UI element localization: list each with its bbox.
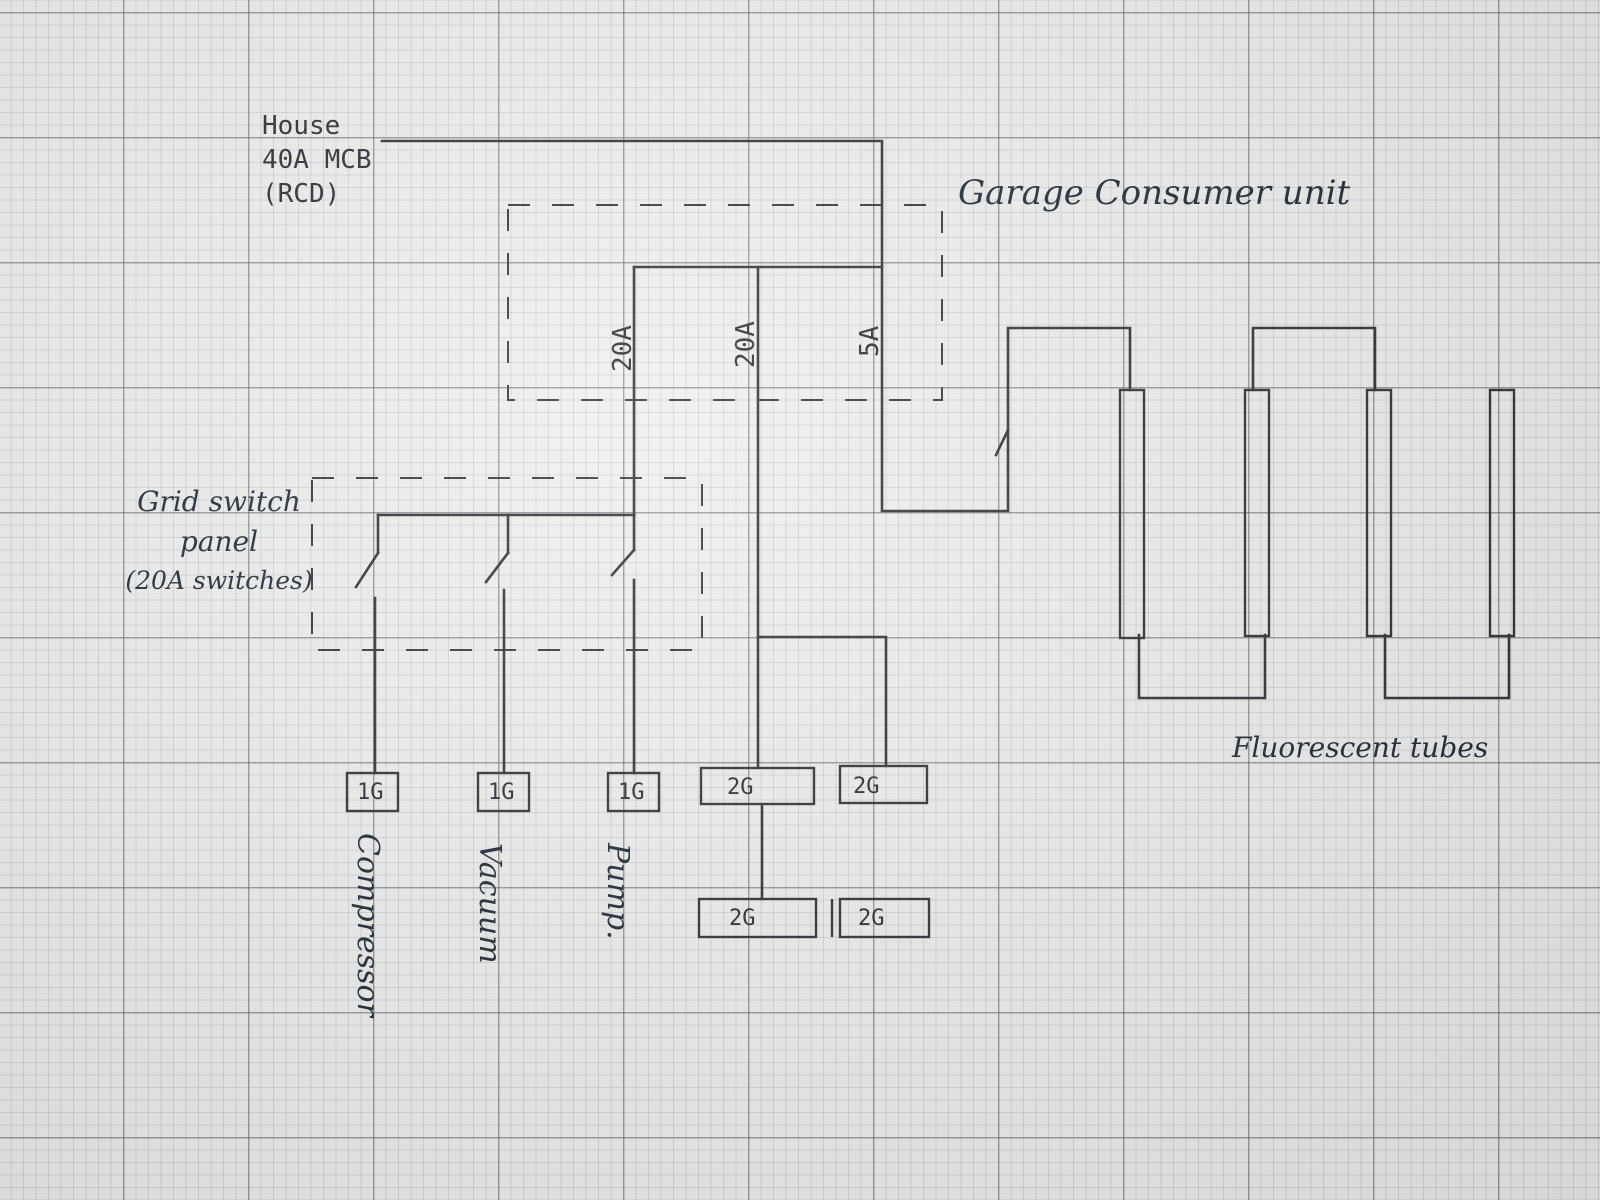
tube-link-bottom-left [1137,633,1267,700]
house-label: House 40A MCB (RCD) [262,113,372,207]
tube-link-top [1251,326,1377,392]
fuse-rating-circuit-2: 20A [731,321,761,368]
switch-vacuum [484,551,510,584]
fuse-rating-circuit-1: 20A [608,325,638,372]
fluorescent-tube-1 [1118,388,1146,640]
pump-label: Pump. [600,843,635,940]
fluorescent-tubes-label: Fluorescent tubes [1232,731,1489,764]
grid-label-line3: (20A switches) [125,566,313,595]
double-socket-upper-left-label: 2G [727,775,754,800]
grid-label-line1: Grid switch [137,485,301,518]
double-socket-lower-right-box [838,897,931,939]
consumer-unit-label: Garage Consumer unit [958,173,1351,213]
vacuum-label: Vacuum [472,843,507,964]
vacuum-socket-box [476,771,531,813]
house-label-line3: (RCD) [262,179,341,209]
consumer-unit-enclosure [507,204,943,401]
compressor-socket-box [345,771,400,813]
circuit-2-branch [756,635,888,768]
compressor-label: Compressor [350,833,385,1017]
grid-label-line2: panel [179,525,259,558]
house-supply-wire [380,139,884,269]
house-label-line1: House [262,111,341,141]
double-socket-lower-right-label: 2G [858,906,885,931]
pump-socket-label: 1G [618,780,645,805]
lighting-switch [994,428,1010,457]
switch-compressor [354,551,380,589]
circuit-3-wire [880,265,1010,513]
tube-link-bottom-right [1383,633,1511,700]
double-socket-lower-left-box [697,897,818,939]
lighting-feed-wire [1006,326,1132,472]
grid-switch-panel-label: Grid switch panel (20A switches) [118,485,320,595]
fluorescent-tube-4 [1488,388,1516,638]
double-socket-lower-left-label: 2G [729,906,756,931]
house-label-line2: 40A MCB [262,145,372,175]
pump-socket-box [606,771,661,813]
fluorescent-tube-3 [1365,388,1393,638]
double-socket-upper-right-label: 2G [853,774,880,799]
double-socket-upper-right-box [838,764,929,805]
switch-pump [610,548,636,577]
double-socket-upper-left-box [699,766,816,806]
vacuum-socket-label: 1G [488,780,515,805]
compressor-socket-label: 1G [357,780,384,805]
fuse-rating-circuit-3: 5A [855,325,885,357]
fluorescent-tube-2 [1243,388,1271,638]
